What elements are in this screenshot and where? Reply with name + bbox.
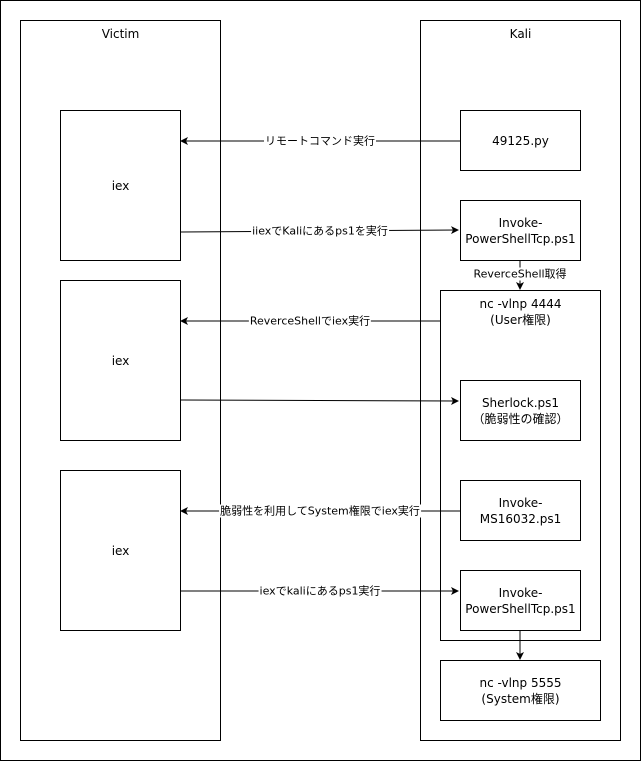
edge-label-reverse-iex: ReverceShellでiex実行 [248,314,372,328]
kali-lane-title: Kali [509,27,532,41]
victim-iex-node-1[interactable]: iex [60,110,181,261]
listener-5555-node[interactable]: nc -vlnp 5555 (System権限) [440,660,601,721]
exploit-script-node[interactable]: 49125.py [460,110,581,171]
victim-iex-node-3[interactable]: iex [60,470,181,631]
sherlock-node[interactable]: Sherlock.ps1 （脆弱性の確認） [460,380,581,441]
edge-sherlock [180,396,459,405]
edge-label-reverse-get: ReverceShell取得 [472,267,568,281]
victim-iex-node-2[interactable]: iex [60,280,181,441]
listener-4444-label: nc -vlnp 4444 (User権限) [479,297,562,327]
edge-label-vuln-system: 脆弱性を利用してSystem権限でiex実行 [219,504,421,518]
ms16032-node[interactable]: Invoke-MS16032.ps1 [460,480,581,541]
edge-label-iex-kali-ps1: iexでkaliにあるps1実行 [258,584,382,598]
edge-label-iex-run-ps1: iiexでKaliにあるps1を実行 [251,224,389,238]
victim-lane-title: Victim [101,27,140,41]
invoke-powershelltcp-node-1[interactable]: Invoke- PowerShellTcp.ps1 [460,200,581,261]
invoke-powershelltcp-node-2[interactable]: Invoke- PowerShellTcp.ps1 [460,570,581,631]
edge-label-remote-cmd: リモートコマンド実行 [264,134,376,148]
